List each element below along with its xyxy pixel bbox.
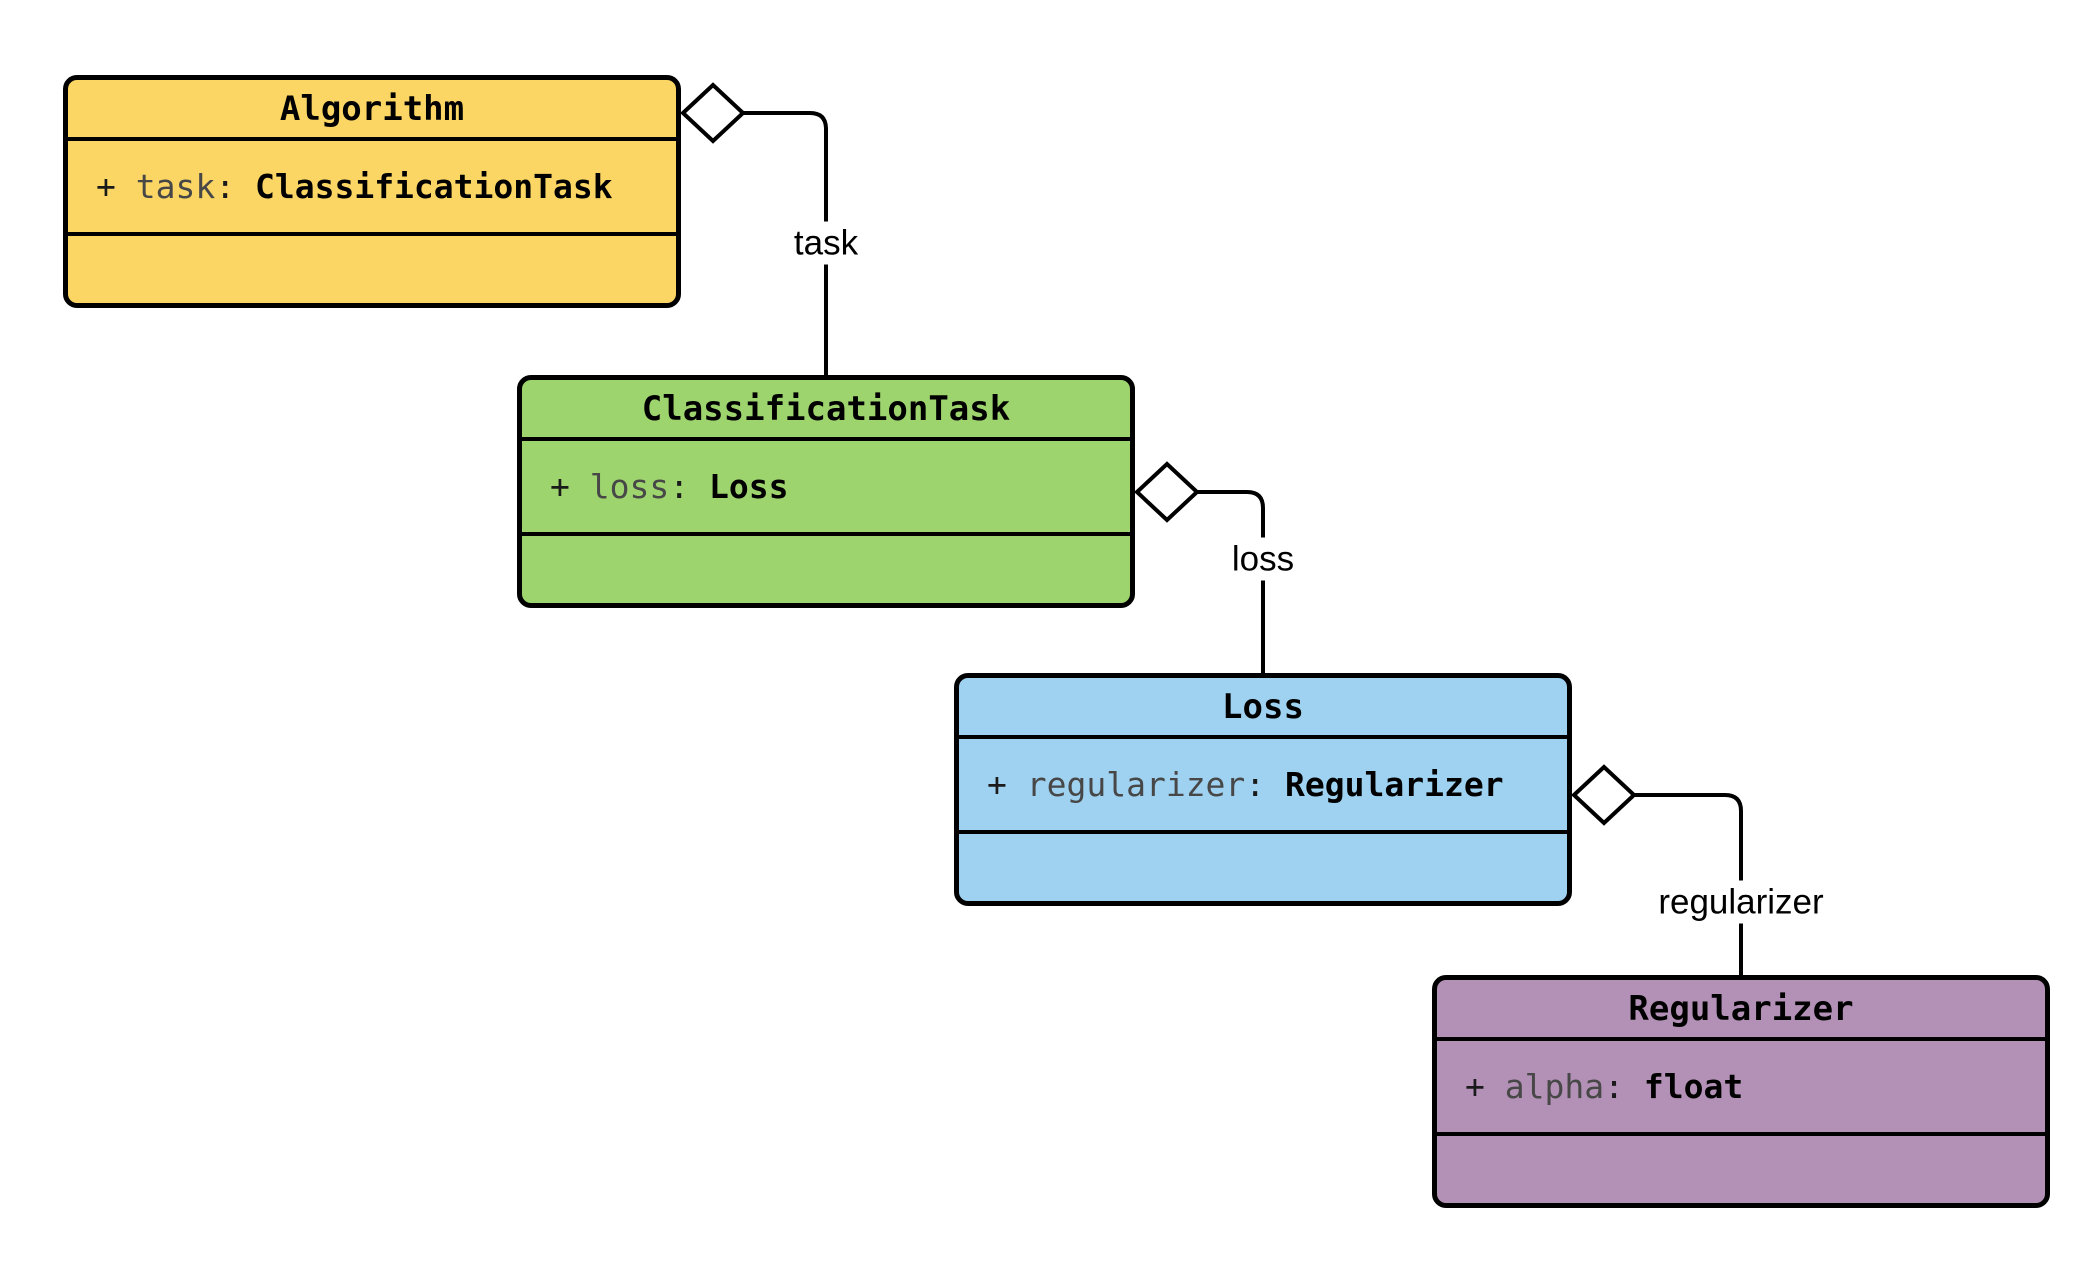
aggregation-diamond-icon <box>1571 764 1637 826</box>
attribute-visibility: + <box>1465 1067 1505 1106</box>
attribute-name: regularizer <box>1026 765 1246 804</box>
class-attributes: + alpha: float <box>1437 1041 2045 1136</box>
class-box-regularizer: Regularizer + alpha: float <box>1432 975 2050 1208</box>
attribute-type: Loss <box>708 467 789 506</box>
attribute-name: loss <box>589 467 670 506</box>
connector-loss <box>1197 490 1265 673</box>
class-box-algorithm: Algorithm + task: ClassificationTask <box>63 75 681 308</box>
attribute-visibility: + <box>987 765 1027 804</box>
attribute-visibility: + <box>96 167 136 206</box>
aggregation-diamond-icon <box>1134 461 1200 523</box>
attribute-colon: : <box>215 167 255 206</box>
attribute-visibility: + <box>550 467 590 506</box>
attribute-type: Regularizer <box>1285 765 1504 804</box>
class-box-classification-task: ClassificationTask + loss: Loss <box>517 375 1135 608</box>
class-attributes: + regularizer: Regularizer <box>959 739 1567 834</box>
connector-task <box>743 111 828 375</box>
class-title: Regularizer <box>1437 980 2045 1041</box>
edge-label-loss: loss <box>1221 537 1305 581</box>
attribute-name: task <box>135 167 216 206</box>
aggregation-diamond-icon <box>680 82 746 144</box>
connector-regularizer <box>1634 793 1743 975</box>
class-methods-empty <box>68 236 676 303</box>
class-box-loss: Loss + regularizer: Regularizer <box>954 673 1572 906</box>
class-methods-empty <box>1437 1136 2045 1203</box>
edge-label-regularizer: regularizer <box>1648 880 1834 924</box>
attribute-colon: : <box>669 467 709 506</box>
attribute-type: ClassificationTask <box>254 167 613 206</box>
attribute-colon: : <box>1245 765 1286 804</box>
class-title: Loss <box>959 678 1567 739</box>
class-attributes: + task: ClassificationTask <box>68 141 676 236</box>
class-methods-empty <box>522 536 1130 603</box>
class-methods-empty <box>959 834 1567 901</box>
class-attributes: + loss: Loss <box>522 441 1130 536</box>
attribute-type: float <box>1643 1067 1744 1106</box>
attribute-name: alpha <box>1504 1067 1605 1106</box>
edge-label-task: task <box>783 221 869 265</box>
attribute-colon: : <box>1604 1067 1644 1106</box>
class-title: ClassificationTask <box>522 380 1130 441</box>
class-title: Algorithm <box>68 80 676 141</box>
